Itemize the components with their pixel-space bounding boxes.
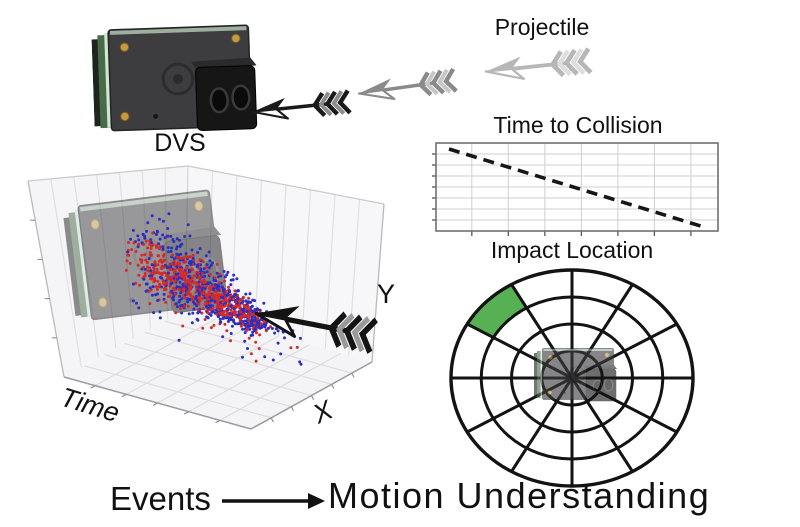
dvs-label: DVS (154, 129, 206, 157)
ttc-plot-content (432, 142, 719, 236)
dvs-camera-graphic (89, 23, 261, 136)
impact-polar-grid (449, 268, 695, 488)
right-arrow-icon (222, 493, 325, 509)
projectile-arrow-mid-icon (354, 62, 462, 111)
events-label: Events (110, 480, 211, 517)
ttc-title: Time to Collision (493, 112, 663, 138)
axis-label-y: Y (377, 279, 396, 309)
dvs-camera-photo (89, 21, 263, 139)
projectile-label: Projectile (494, 14, 590, 40)
scatter-points (124, 212, 303, 366)
impact-camera-overlay (533, 347, 618, 402)
projectile-arrow-far-icon (481, 41, 596, 90)
motion-understanding-label: Motion Understanding (328, 475, 711, 516)
events-3d-scatter (27, 165, 385, 430)
ttc-plot (432, 142, 719, 236)
impact-title: Impact Location (490, 237, 654, 263)
projectile-arrow-near-icon (248, 84, 355, 130)
